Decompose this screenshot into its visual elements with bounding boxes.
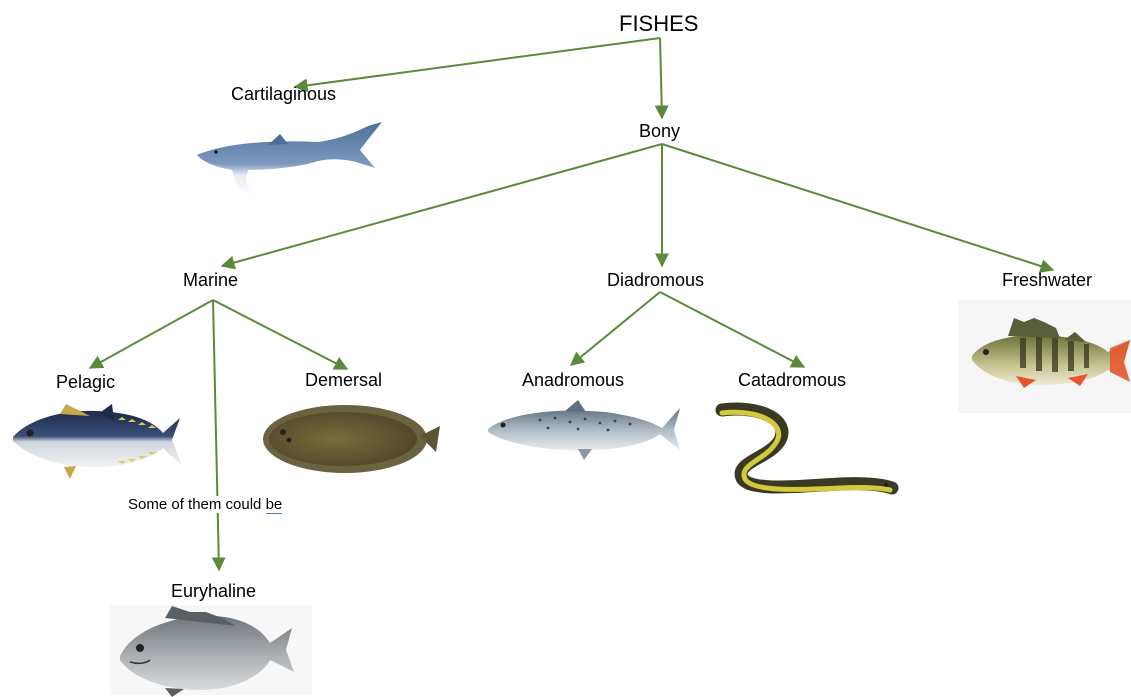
perch-image (958, 300, 1131, 413)
blue-shark-image (197, 122, 382, 198)
edge-note-text: Some of them could (128, 496, 266, 513)
arrow-marine-euryhaline (213, 300, 219, 570)
arrow-marine-demersal (213, 300, 347, 369)
node-bony: Bony (639, 121, 680, 141)
arrow-fishes-bony (660, 38, 662, 118)
sea-bream-image (110, 605, 312, 697)
node-cartilaginous: Cartilaginous (231, 84, 336, 104)
salmon-image (488, 400, 680, 460)
arrow-marine-pelagic (90, 300, 213, 368)
node-euryhaline: Euryhaline (171, 581, 256, 601)
arrow-bony-freshwater (662, 144, 1053, 270)
arrow-diadromous-anadromous (571, 292, 660, 365)
arrow-diadromous-catadromous (660, 292, 804, 367)
edge-note: Some of them could be (128, 496, 282, 513)
node-catadromous: Catadromous (738, 370, 846, 390)
node-fishes: FISHES (619, 12, 698, 36)
eel-image (722, 409, 892, 490)
flounder-image (263, 405, 440, 473)
edge-note-tail: be (266, 496, 283, 514)
node-marine: Marine (183, 270, 238, 290)
node-freshwater: Freshwater (1002, 270, 1092, 290)
node-pelagic: Pelagic (56, 372, 115, 392)
node-anadromous: Anadromous (522, 370, 624, 390)
tuna-image (13, 404, 182, 479)
node-demersal: Demersal (305, 370, 382, 390)
node-diadromous: Diadromous (607, 270, 704, 290)
arrow-fishes-cartilaginous (295, 38, 660, 87)
